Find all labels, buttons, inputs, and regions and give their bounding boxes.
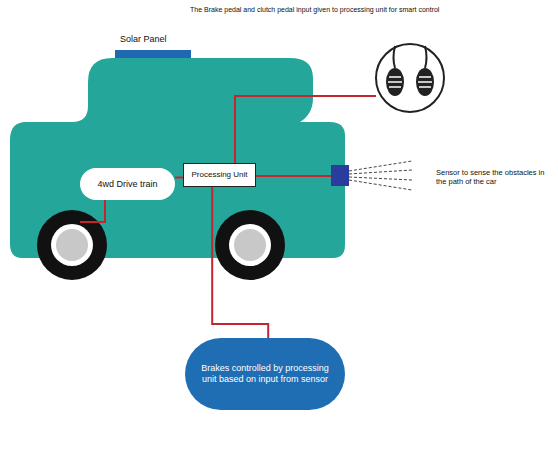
drive-train-box: 4wd Drive train bbox=[80, 168, 175, 200]
part-label: Solar Panel bbox=[120, 34, 200, 45]
signal-wire bbox=[212, 187, 268, 338]
tyre bbox=[37, 210, 107, 280]
pedal-circle bbox=[376, 44, 444, 112]
pedal-stem bbox=[394, 46, 396, 68]
obstacle-sensor bbox=[331, 165, 349, 186]
node-text: Processing Unit bbox=[191, 170, 247, 180]
beam-line bbox=[349, 170, 412, 174]
signal-wire bbox=[175, 177, 183, 179]
pedal-stem bbox=[425, 46, 427, 68]
grip-line bbox=[418, 81, 432, 83]
wheel-rim bbox=[51, 224, 93, 266]
pedal-grip bbox=[388, 77, 432, 87]
grip-line bbox=[419, 76, 431, 78]
brake-control-blob: Brakes controlled by processing unit bas… bbox=[185, 338, 345, 410]
wheel-rim bbox=[229, 224, 271, 266]
grip-line bbox=[388, 81, 402, 83]
processing-unit-box: Processing Unit bbox=[183, 163, 256, 187]
signal-wire bbox=[235, 96, 376, 163]
node-text: Brakes controlled by processing unit bas… bbox=[199, 363, 331, 385]
clutch-pedal bbox=[416, 68, 434, 96]
tyre bbox=[215, 210, 285, 280]
brake-pedal bbox=[386, 68, 404, 96]
beam-line bbox=[349, 161, 412, 171]
beam-line bbox=[349, 177, 412, 180]
pedal-icon bbox=[376, 44, 444, 112]
grip-line bbox=[389, 76, 401, 78]
sensor-note: Sensor to sense the obstacles in the pat… bbox=[436, 168, 554, 186]
sensor-beam bbox=[349, 161, 412, 190]
note-text: The Brake pedal and clutch pedal input g… bbox=[190, 6, 490, 14]
beam-line bbox=[349, 180, 412, 190]
signal-wire bbox=[256, 175, 331, 177]
solar-panel bbox=[115, 50, 191, 58]
drive-wire bbox=[80, 200, 105, 222]
rear-wheel bbox=[37, 210, 107, 280]
grip-line bbox=[389, 86, 401, 88]
wheel-hub bbox=[56, 229, 88, 261]
wheel-hub bbox=[234, 229, 266, 261]
grip-line bbox=[419, 86, 431, 88]
front-wheel bbox=[215, 210, 285, 280]
node-text: 4wd Drive train bbox=[97, 179, 157, 190]
